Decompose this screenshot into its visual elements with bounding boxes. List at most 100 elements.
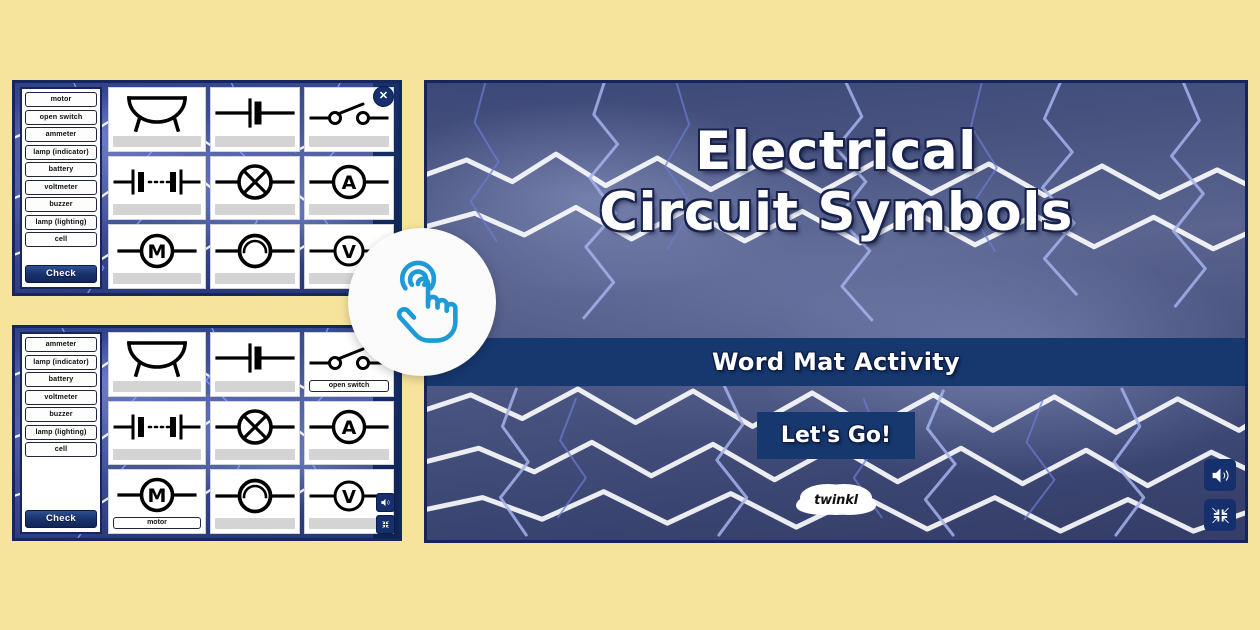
symbol-cell[interactable] [210, 332, 300, 397]
answer-slot[interactable] [113, 204, 201, 216]
answer-slot[interactable] [309, 272, 389, 284]
buzzer-icon [215, 473, 295, 518]
hero-panel[interactable]: Electrical Circuit Symbols Word Mat Acti… [424, 80, 1248, 543]
battery-icon [113, 405, 201, 450]
hero-controls [1204, 459, 1236, 531]
word-chip[interactable]: voltmeter [25, 179, 97, 195]
page-title: Electrical Circuit Symbols [427, 121, 1245, 243]
cell-icon [215, 91, 295, 136]
card-2-word-list: ammeter lamp (indicator) battery voltmet… [20, 332, 102, 534]
word-chip[interactable]: ammeter [25, 127, 97, 142]
twinkl-logo: twinkl [805, 485, 867, 515]
hero-subtitle-band: Word Mat Activity [427, 338, 1245, 386]
svg-text:V: V [342, 487, 356, 508]
svg-text:M: M [148, 485, 167, 507]
answer-slot[interactable] [113, 135, 201, 147]
word-chip[interactable]: buzzer [25, 197, 97, 212]
hero-title-line-1: Electrical [695, 121, 977, 182]
symbol-cell[interactable] [210, 87, 300, 152]
answer-slot-filled[interactable]: motor [113, 516, 201, 529]
answer-slot[interactable] [309, 135, 389, 147]
answer-slot[interactable] [309, 517, 389, 529]
symbol-cell[interactable]: M motor [108, 469, 206, 534]
answer-slot[interactable] [113, 272, 201, 284]
card-2-controls [376, 493, 395, 534]
word-list-spacer [25, 460, 97, 511]
battery-icon [113, 160, 201, 205]
symbol-cell[interactable] [304, 87, 394, 152]
preview-card-2[interactable]: ammeter lamp (indicator) battery voltmet… [12, 325, 402, 541]
word-chip[interactable]: buzzer [25, 407, 97, 422]
word-chip[interactable]: motor [25, 92, 97, 107]
answer-slot[interactable] [215, 380, 295, 392]
svg-text:V: V [342, 242, 356, 263]
word-chip[interactable]: lamp (lighting) [25, 214, 97, 230]
word-chip[interactable]: lamp (indicator) [25, 144, 97, 160]
sound-icon[interactable] [376, 493, 395, 512]
buzzer-icon [215, 228, 295, 273]
twinkl-cloud-shape [805, 485, 867, 515]
symbol-cell[interactable] [210, 469, 300, 534]
symbol-cell[interactable] [210, 155, 300, 221]
answer-slot[interactable] [215, 204, 295, 216]
twinkl-logo-text: twinkl [814, 492, 858, 508]
svg-text:A: A [342, 172, 357, 194]
tap-hand-icon [396, 260, 458, 343]
symbol-cell[interactable]: A [304, 400, 394, 466]
svg-text:M: M [148, 241, 167, 263]
answer-slot-filled[interactable]: open switch [309, 379, 389, 392]
word-chip[interactable]: lamp (lighting) [25, 424, 97, 440]
open-switch-icon [309, 91, 389, 136]
check-button[interactable]: Check [25, 510, 97, 528]
symbol-cell[interactable] [210, 224, 300, 289]
word-chip[interactable]: ammeter [25, 337, 97, 352]
answer-slot[interactable] [113, 449, 201, 461]
symbol-cell[interactable] [108, 155, 206, 221]
symbol-cell[interactable]: A [304, 155, 394, 221]
symbol-cell[interactable] [108, 87, 206, 152]
preview-card-1[interactable]: motor open switch ammeter lamp (indicato… [12, 80, 402, 296]
ammeter-icon: A [309, 160, 389, 205]
hero-title-line-2: Circuit Symbols [599, 182, 1073, 243]
open-switch-icon [309, 336, 389, 380]
svg-text:A: A [342, 417, 357, 439]
motor-icon: M [113, 228, 201, 273]
answer-slot[interactable] [215, 272, 295, 284]
lightning-background [427, 83, 1245, 540]
answer-slot[interactable] [215, 517, 295, 529]
symbol-cell[interactable] [108, 400, 206, 466]
close-icon[interactable]: ✕ [373, 86, 394, 107]
check-button[interactable]: Check [25, 265, 97, 283]
symbol-cell[interactable]: M [108, 224, 206, 289]
word-list-spacer [25, 250, 97, 266]
symbol-cell[interactable] [210, 400, 300, 466]
lamp-indicator-icon [215, 160, 295, 205]
hero-subtitle-label: Word Mat Activity [712, 348, 960, 376]
sound-icon[interactable] [1204, 459, 1236, 491]
fullscreen-exit-icon[interactable] [376, 515, 395, 534]
word-chip[interactable]: open switch [25, 109, 97, 125]
word-chip[interactable]: cell [25, 442, 97, 457]
word-chip[interactable]: lamp (indicator) [25, 354, 97, 370]
word-chip[interactable]: battery [25, 162, 97, 177]
lamp-indicator-icon [215, 405, 295, 450]
card-2-symbol-grid: open switch A [105, 328, 399, 538]
word-chip[interactable]: battery [25, 372, 97, 387]
card-1-word-list: motor open switch ammeter lamp (indicato… [20, 87, 102, 289]
ammeter-icon: A [309, 405, 389, 450]
answer-slot[interactable] [113, 380, 201, 392]
tap-cursor-bubble [348, 228, 496, 376]
card-1-symbol-grid: A M V [105, 83, 399, 293]
cell-icon [215, 336, 295, 381]
answer-slot[interactable] [215, 449, 295, 461]
symbol-cell[interactable] [108, 332, 206, 397]
word-chip[interactable]: voltmeter [25, 389, 97, 405]
word-chip[interactable]: cell [25, 232, 97, 247]
answer-slot[interactable] [215, 135, 295, 147]
answer-slot[interactable] [309, 449, 389, 461]
fullscreen-exit-icon[interactable] [1204, 499, 1236, 531]
buzzer-dome-icon [113, 336, 201, 381]
answer-slot[interactable] [309, 204, 389, 216]
lets-go-button[interactable]: Let's Go! [757, 412, 915, 459]
